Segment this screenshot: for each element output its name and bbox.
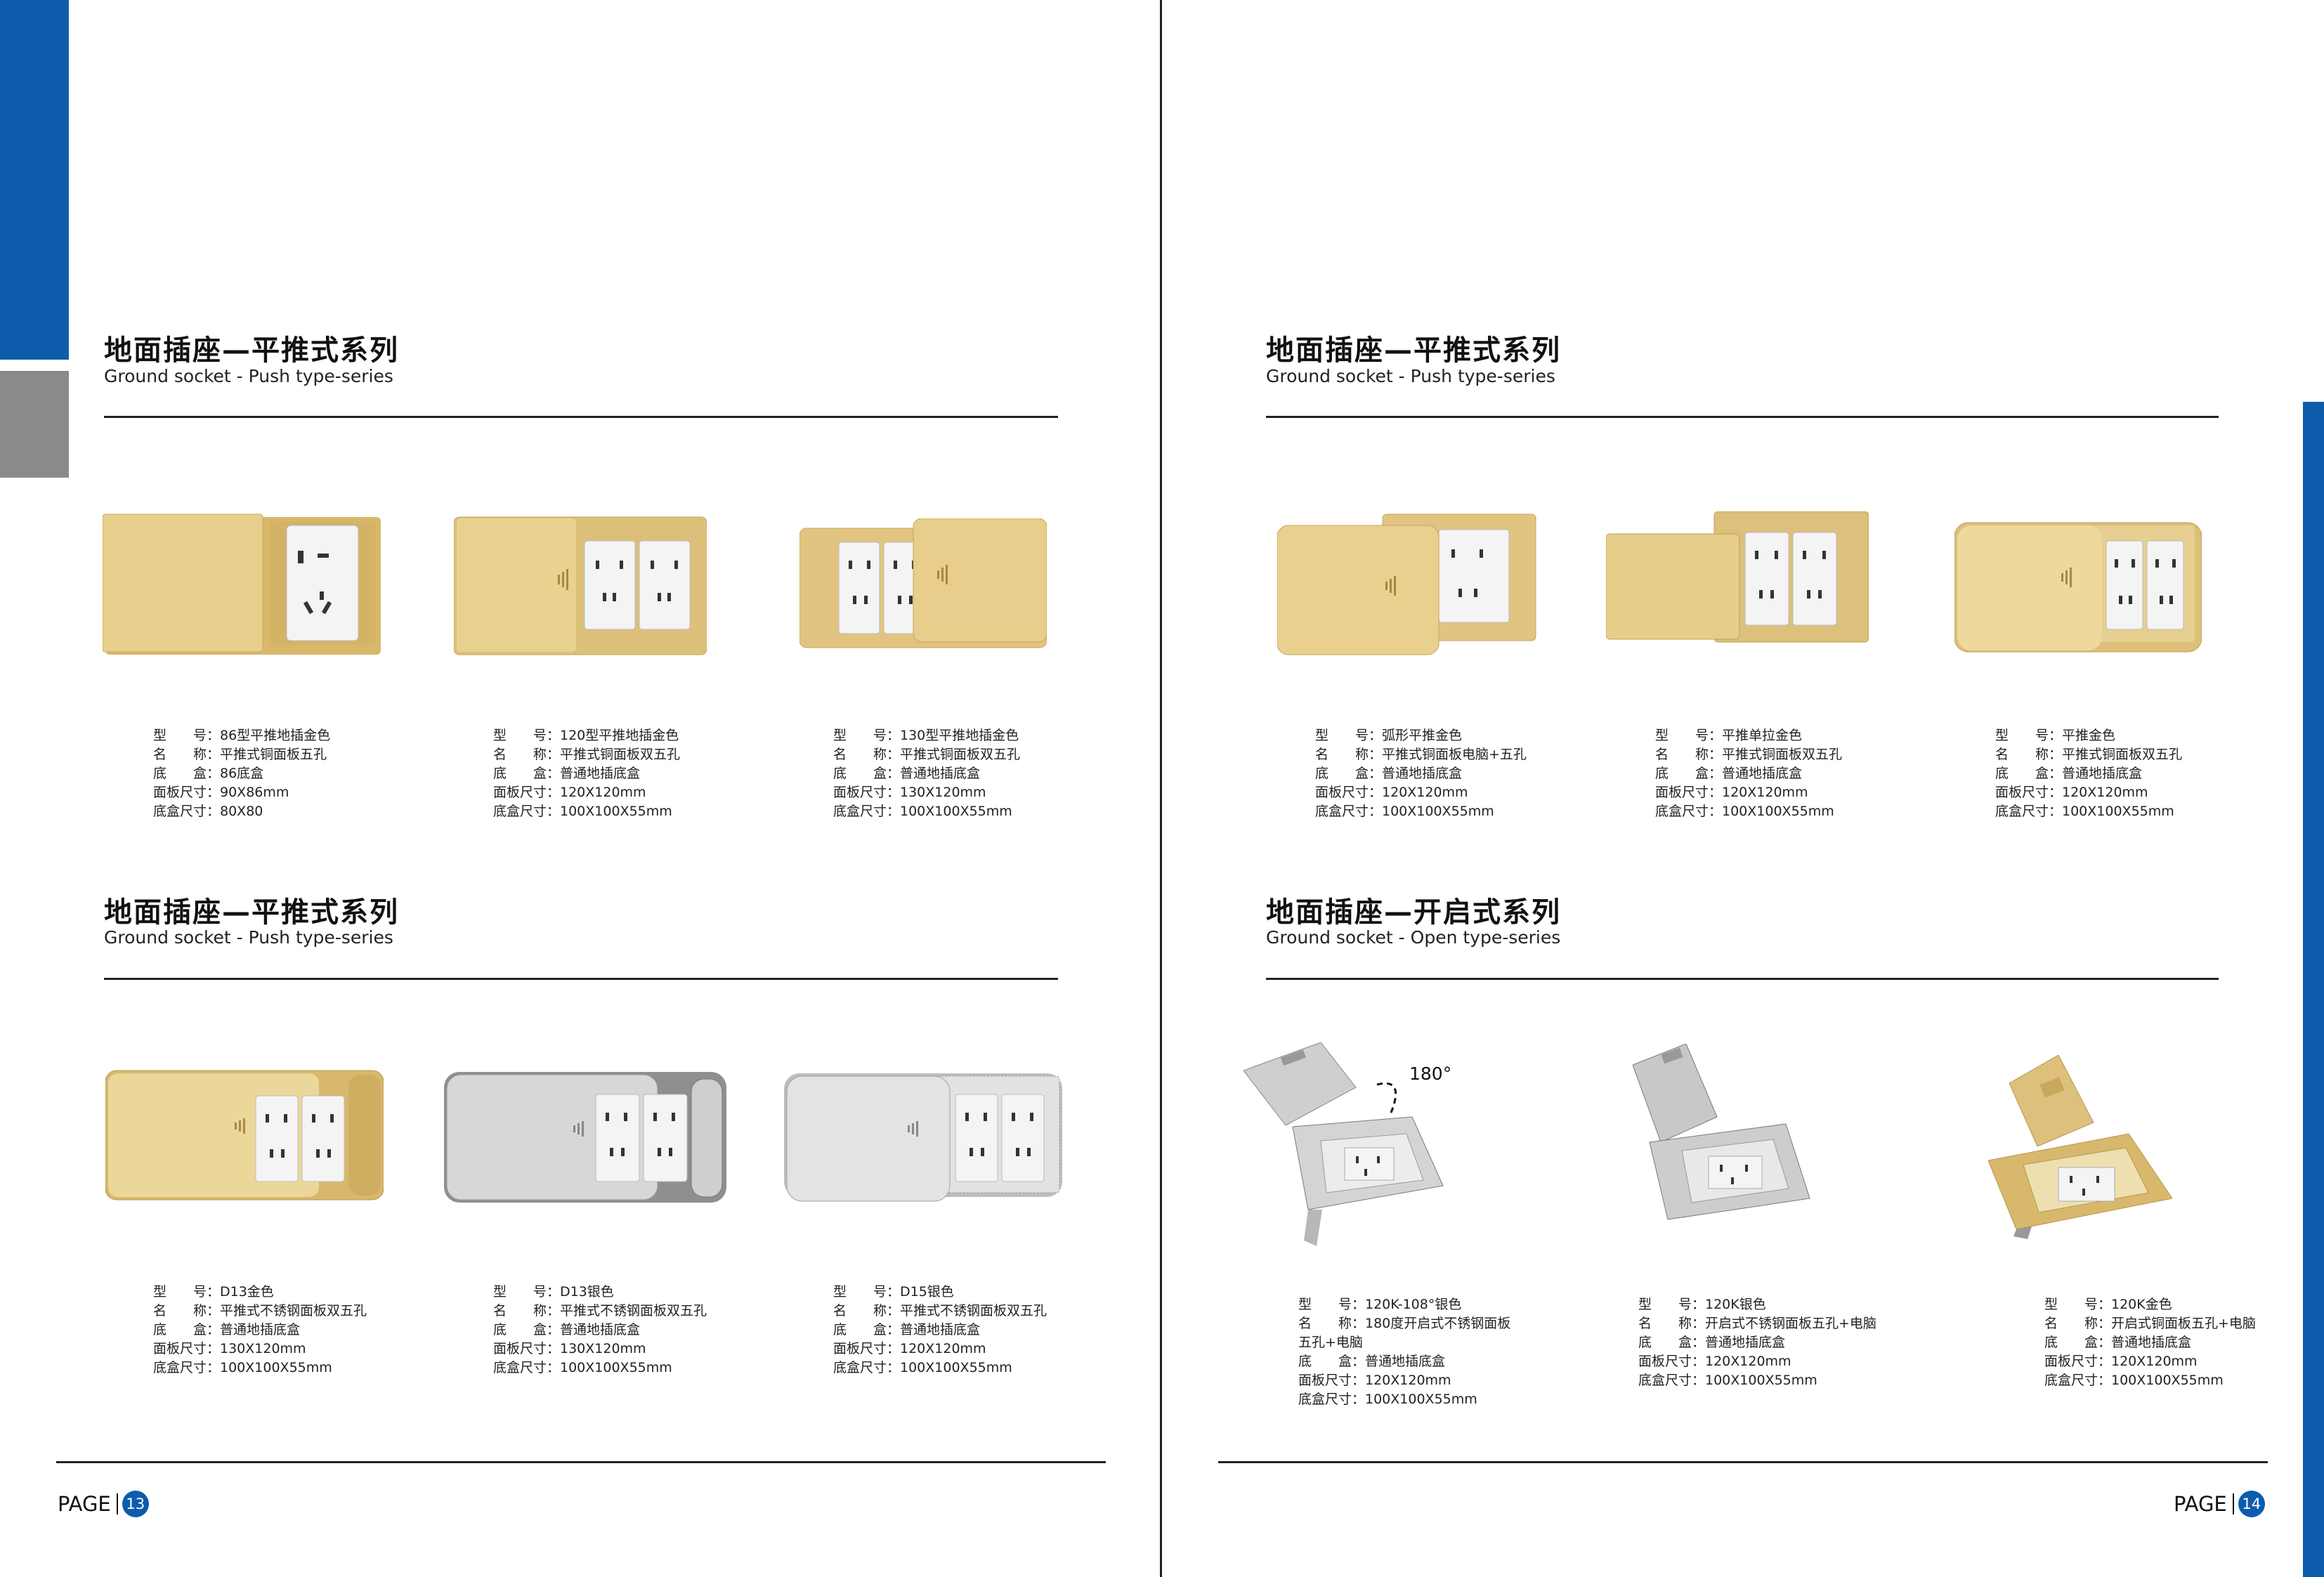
product-spec-d13-gold: 型 号：D13金色名 称：平推式不锈钢面板双五孔底 盒：普通地插底盒面板尺寸：1… [153,1284,367,1375]
product-image-arc-gold [1277,511,1539,659]
product-spec-d13-silver: 型 号：D13银色名 称：平推式不锈钢面板双五孔底 盒：普通地插底盒面板尺寸：1… [493,1284,707,1375]
product-image-d15-silver [784,1069,1062,1207]
blue-accent-bar [0,0,69,360]
product-spec-120k-silver: 型 号：120K银色名 称：开启式不锈钢面板五孔+电脑底 盒：普通地插底盒面板尺… [1638,1297,1876,1388]
product-image-push-gold [1954,518,2202,656]
section-divider [104,978,1058,980]
product-image-130-gold [799,518,1047,656]
section-subtitle: Ground socket - Open type-series [1266,927,1561,948]
product-spec-pull-gold: 型 号：平推单拉金色名 称：平推式铜面板双五孔底 盒：普通地插底盒面板尺寸：12… [1655,728,1843,819]
footer-divider [56,1461,1106,1463]
section-title: 地面插座—平推式系列 [104,334,399,367]
catalog-page-13: 地面插座—平推式系列 Ground socket - Push type-ser… [0,0,1161,1577]
page-number-badge: 13 [122,1491,149,1517]
section-divider [104,416,1058,418]
page-number-badge: 14 [2238,1491,2265,1517]
gray-accent-bar [0,371,69,478]
product-spec-120k-108-silver: 型 号：120K-108°银色名 称：180度开启式不锈钢面板五孔+电脑底 盒：… [1298,1297,1511,1407]
product-image-d13-gold [105,1066,384,1204]
page-gutter [1160,0,1162,1577]
section-subtitle: Ground socket - Push type-series [104,927,393,948]
footer-divider [1218,1461,2268,1463]
section-subtitle: Ground socket - Push type-series [104,366,393,386]
product-image-120k-108-silver [1243,1042,1461,1253]
rotation-angle-label: 180° [1409,1064,1452,1084]
product-image-d13-silver [444,1069,726,1207]
catalog-page-14: 地面插座—平推式系列 Ground socket - Push type-ser… [1162,0,2324,1577]
section-title: 地面插座—开启式系列 [1266,896,1561,929]
section-title: 地面插座—平推式系列 [1266,334,1561,367]
product-image-pull-gold [1606,511,1869,645]
product-spec-86-gold: 型 号：86型平推地插金色名 称：平推式铜面板五孔底 盒：86底盒面板尺寸：90… [153,728,331,819]
product-spec-120k-gold: 型 号：120K金色名 称：开启式铜面板五孔+电脑底 盒：普通地插底盒面板尺寸：… [2044,1297,2256,1388]
product-image-86-gold [103,511,384,659]
product-spec-d15-silver: 型 号：D15银色名 称：平推式不锈钢面板双五孔底 盒：普通地插底盒面板尺寸：1… [833,1284,1047,1375]
section-divider [1266,416,2219,418]
product-image-120k-gold [1988,1055,2172,1239]
product-spec-130-gold: 型 号：130型平推地插金色名 称：平推式铜面板双五孔底 盒：普通地插底盒面板尺… [833,728,1021,819]
section-divider [1266,978,2219,980]
section-subtitle: Ground socket - Push type-series [1266,366,1555,386]
blue-accent-bar [2303,402,2324,1577]
product-spec-arc-gold: 型 号：弧形平推金色名 称：平推式铜面板电脑+五孔底 盒：普通地插底盒面板尺寸：… [1315,728,1527,819]
product-spec-push-gold: 型 号：平推金色名 称：平推式铜面板双五孔底 盒：普通地插底盒面板尺寸：120X… [1995,728,2183,819]
product-image-120k-silver [1633,1044,1815,1228]
product-spec-120-gold: 型 号：120型平推地插金色名 称：平推式铜面板双五孔底 盒：普通地插底盒面板尺… [493,728,681,819]
section-title: 地面插座—平推式系列 [104,896,399,929]
product-image-120-gold [454,514,707,659]
